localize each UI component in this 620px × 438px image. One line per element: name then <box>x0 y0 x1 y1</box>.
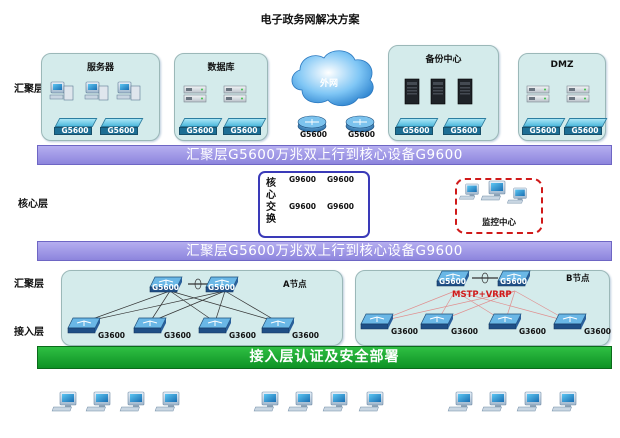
switch-dmz-1: G5600 <box>522 118 566 135</box>
access-security-bar: 接入层认证及安全部署 <box>37 346 612 369</box>
switch-servers-1: G5600 <box>54 118 98 135</box>
internet-router-2-icon <box>345 115 375 133</box>
switch-servers-2: G5600 <box>100 118 144 135</box>
agg-switch-a2-label: G5600 <box>208 283 236 292</box>
agg-switch-b2-label: G5600 <box>500 277 528 286</box>
access-switch-b1-label: G3600 <box>391 327 419 336</box>
switch-backup-1: G5600 <box>395 118 439 135</box>
core-switch-3-label: G9600 <box>289 202 317 211</box>
core-switch-2-label: G9600 <box>327 175 355 184</box>
core-switch-4-label: G9600 <box>327 202 355 211</box>
access-switch-b4-label: G3600 <box>584 327 612 336</box>
core-switch-label: 核心交换 <box>266 178 276 225</box>
monitoring-center-label: 监控中心 <box>481 218 516 228</box>
node-a-label: A节点 <box>283 280 307 290</box>
node-b-label: B节点 <box>566 274 590 284</box>
panel-backup-title: 备份中心 <box>425 55 462 65</box>
router-2-label: G5600 <box>348 130 376 139</box>
uplink-bar-top: 汇聚层G5600万兆双上行到核心设备G9600 <box>37 145 612 165</box>
internet-label: 外网 <box>320 79 339 89</box>
panel-node-a <box>61 270 343 346</box>
access-switch-a1-label: G3600 <box>98 331 126 340</box>
access-switch-a3-label: G3600 <box>229 331 257 340</box>
switch-database-2: G5600 <box>223 118 267 135</box>
access-switch-a4-label: G3600 <box>292 331 320 340</box>
layer-label-core: 核心层 <box>18 199 48 210</box>
access-switch-b2-label: G3600 <box>451 327 479 336</box>
panel-database-title: 数据库 <box>207 63 235 73</box>
router-1-label: G5600 <box>300 130 328 139</box>
switch-database-1: G5600 <box>179 118 223 135</box>
internet-cloud-icon <box>291 50 374 107</box>
layer-label-agg-bottom: 汇聚层 <box>14 279 44 290</box>
access-switch-b3-label: G3600 <box>519 327 547 336</box>
switch-dmz-2: G5600 <box>564 118 608 135</box>
core-switch-1-label: G9600 <box>289 175 317 184</box>
agg-switch-b1-label: G5600 <box>439 277 467 286</box>
internet-router-1-icon <box>297 115 327 133</box>
panel-servers-title: 服务器 <box>86 63 114 73</box>
diagram-title: 电子政务网解决方案 <box>260 13 360 26</box>
agg-switch-a1-label: G5600 <box>152 283 180 292</box>
protocol-label: MSTP+VRRP <box>452 290 512 300</box>
monitoring-center-box: 监控中心 <box>455 178 543 234</box>
switch-backup-2: G5600 <box>443 118 487 135</box>
core-switch-box: 核心交换 G9600 G9600 G9600 G9600 <box>258 171 370 238</box>
panel-dmz-title: DMZ <box>550 60 574 70</box>
uplink-bar-middle: 汇聚层G5600万兆双上行到核心设备G9600 <box>37 241 612 261</box>
layer-label-agg-top: 汇聚层 <box>14 84 44 95</box>
access-switch-a2-label: G3600 <box>164 331 192 340</box>
layer-label-access: 接入层 <box>14 327 44 338</box>
